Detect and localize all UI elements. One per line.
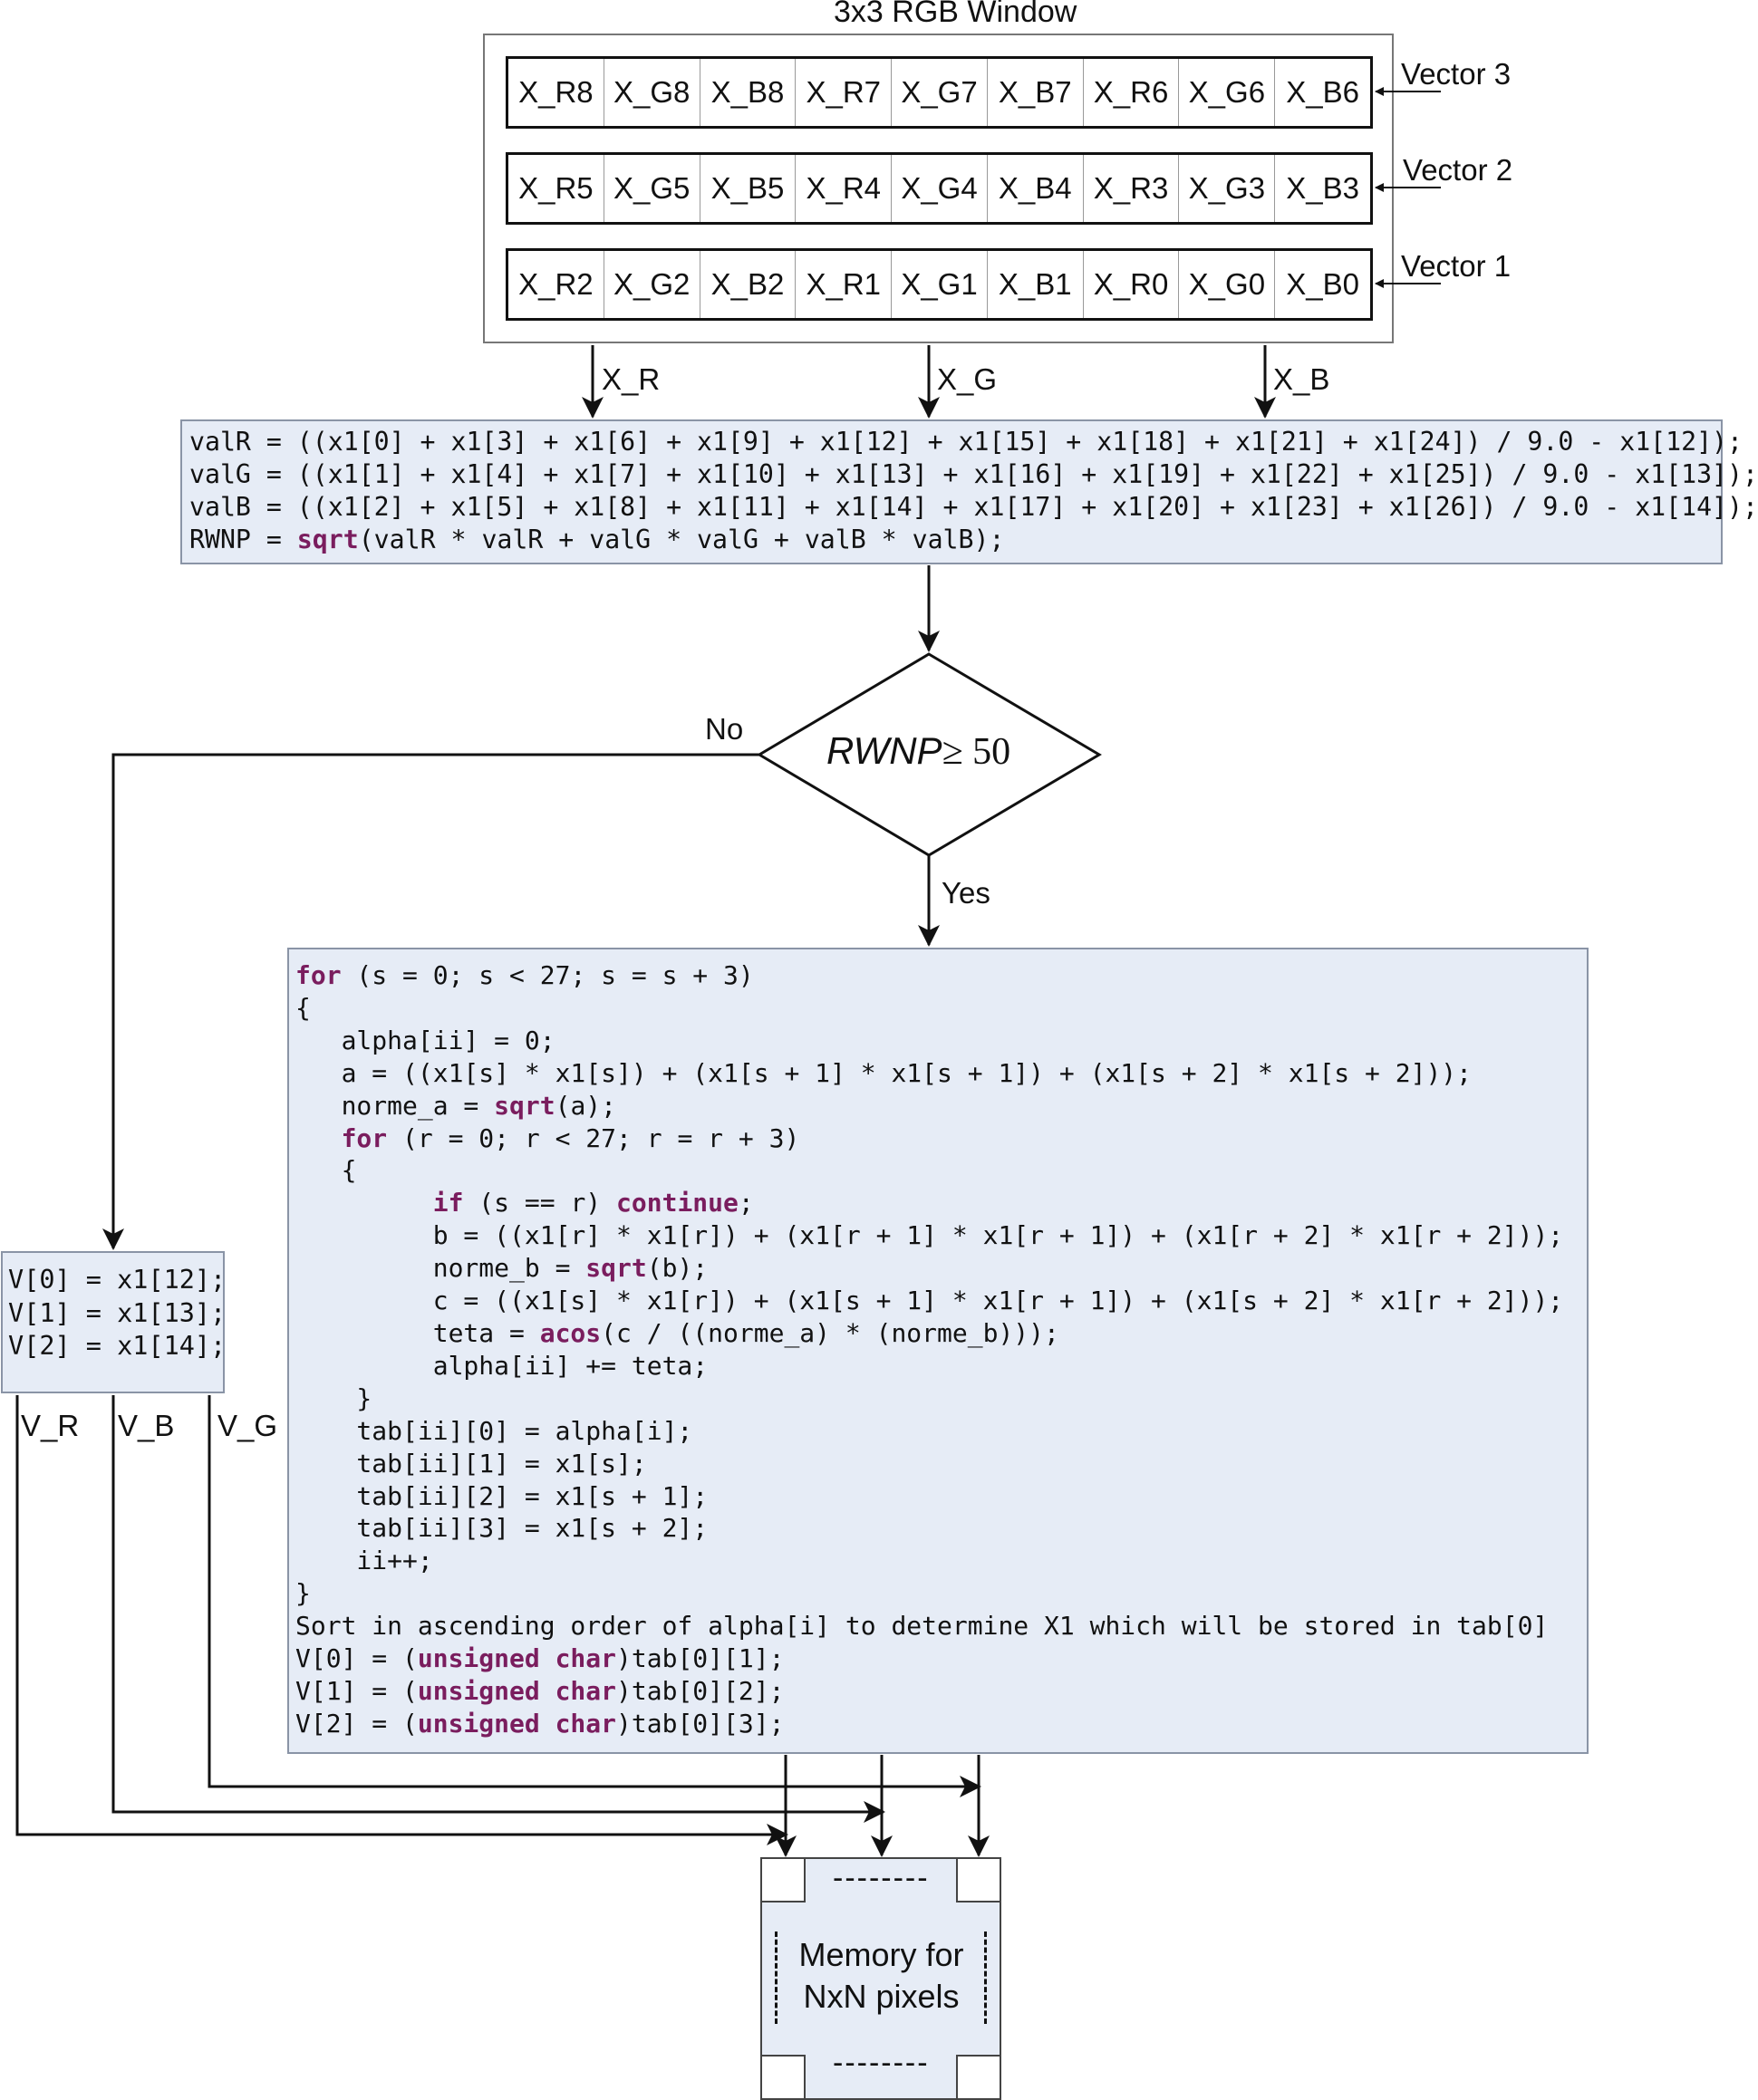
vector-cell: X_G2 bbox=[604, 251, 700, 318]
vector-cell: X_R7 bbox=[796, 59, 893, 126]
code-line: { bbox=[295, 992, 311, 1023]
vector-2-label: Vector 2 bbox=[1403, 153, 1513, 187]
vector-cell: X_G8 bbox=[604, 59, 700, 126]
v-g-label: V_G bbox=[217, 1409, 278, 1442]
decision-operator: ≥ 50 bbox=[942, 731, 1011, 773]
code-line: V[1] = (unsigned char)tab[0][2]; bbox=[295, 1675, 785, 1706]
angle-sort-code-block: for (s = 0; s < 27; s = s + 3){ alpha[ii… bbox=[287, 948, 1589, 1754]
v-b-line bbox=[111, 1395, 885, 1823]
code-line: valB = ((x1[2] + x1[5] + x1[8] + x1[11] … bbox=[189, 492, 1758, 522]
vector-cell: X_B8 bbox=[700, 59, 797, 126]
vector-cell: X_G3 bbox=[1179, 155, 1276, 222]
vector-3-label: Vector 3 bbox=[1401, 57, 1512, 91]
memory-dashes-bottom: -------- bbox=[833, 2046, 930, 2080]
vector-cell: X_R8 bbox=[508, 59, 604, 126]
code-line: tab[ii][2] = x1[s + 1]; bbox=[295, 1480, 709, 1511]
code-line: alpha[ii] = 0; bbox=[295, 1025, 555, 1055]
vector-cell: X_B6 bbox=[1286, 75, 1359, 109]
code-line: teta = acos(c / ((norme_a) * (norme_b)))… bbox=[295, 1317, 1059, 1348]
code-line: c = ((x1[s] * x1[r]) + (x1[s + 1] * x1[r… bbox=[295, 1286, 1564, 1316]
decision-variable: RWNP bbox=[826, 729, 942, 772]
memory-dashes-top: -------- bbox=[833, 1861, 930, 1895]
rwnp-code-block: valR = ((x1[0] + x1[3] + x1[6] + x1[9] +… bbox=[180, 419, 1758, 564]
yes-label: Yes bbox=[942, 876, 990, 910]
no-label: No bbox=[705, 712, 744, 746]
vector-cell: X_G1 bbox=[892, 251, 988, 318]
vector-cell: X_G0 bbox=[1179, 251, 1276, 318]
code-line: norme_b = sqrt(b); bbox=[295, 1253, 709, 1284]
center-pixel-code-block: V[0] = x1[12];V[1] = x1[13];V[2] = x1[14… bbox=[1, 1251, 227, 1393]
vector-cell: X_R2 bbox=[508, 251, 604, 318]
vector-cell: X_G5 bbox=[604, 155, 700, 222]
code-line: b = ((x1[r] * x1[r]) + (x1[r + 1] * x1[r… bbox=[295, 1220, 1564, 1251]
vector-cell: X_B4 bbox=[988, 155, 1084, 222]
code-line: for (s = 0; s < 27; s = s + 3) bbox=[295, 960, 754, 990]
vector-cell: X_B1 bbox=[988, 251, 1084, 318]
vector-cell: X_B3 bbox=[1286, 171, 1359, 205]
code-line: V[0] = (unsigned char)tab[0][1]; bbox=[295, 1643, 785, 1674]
memory-block: -------- -------- bbox=[760, 1857, 1001, 2100]
vector-cell: X_R3 bbox=[1084, 155, 1180, 222]
vector-cell: X_R1 bbox=[796, 251, 893, 318]
memory-dashes-left bbox=[775, 1931, 778, 2024]
code-line: V[0] = x1[12]; bbox=[8, 1265, 227, 1295]
memory-corner-tl bbox=[760, 1857, 806, 1903]
code-line: valR = ((x1[0] + x1[3] + x1[6] + x1[9] +… bbox=[189, 427, 1744, 457]
code-line: for (r = 0; r < 27; r = r + 3) bbox=[341, 1122, 800, 1153]
vector-cell: X_G6 bbox=[1179, 59, 1276, 126]
window-title: 3x3 RGB Window bbox=[834, 0, 1077, 29]
v-b-label: V_B bbox=[118, 1409, 175, 1442]
vector-cell: X_B0 bbox=[1286, 267, 1359, 301]
vector-cell: X_R5 bbox=[508, 155, 604, 222]
memory-label-line2: NxN pixels bbox=[803, 1978, 960, 2015]
x-g-label: X_G bbox=[937, 362, 998, 396]
vector-cell: X_G4 bbox=[892, 155, 988, 222]
v-r-label: V_R bbox=[21, 1409, 80, 1442]
code-line: V[2] = x1[14]; bbox=[8, 1331, 227, 1361]
code-line: } bbox=[295, 1382, 372, 1413]
code-line: } bbox=[295, 1578, 311, 1609]
v-g-line bbox=[208, 1395, 981, 1797]
code-line: valG = ((x1[1] + x1[4] + x1[7] + x1[10] … bbox=[189, 459, 1758, 489]
vector-cell: X_B2 bbox=[700, 251, 797, 318]
no-arrow bbox=[102, 753, 759, 1250]
code-line: alpha[ii] += teta; bbox=[295, 1350, 709, 1381]
memory-corner-tr bbox=[956, 1857, 1001, 1903]
code-line: if (s == r) continue; bbox=[432, 1188, 754, 1219]
vector-cell: X_B5 bbox=[700, 155, 797, 222]
vector-1-label: Vector 1 bbox=[1401, 249, 1512, 283]
vector-cell: X_G7 bbox=[892, 59, 988, 126]
code-line: Sort in ascending order of alpha[i] to d… bbox=[295, 1611, 1549, 1642]
v-r-line bbox=[15, 1395, 788, 1845]
code-line: a = ((x1[s] * x1[s]) + (x1[s + 1] * x1[s… bbox=[295, 1057, 1473, 1088]
x-r-label: X_R bbox=[602, 362, 661, 396]
memory-corner-br bbox=[956, 2055, 1001, 2100]
x-b-label: X_B bbox=[1273, 362, 1330, 396]
code-line: { bbox=[295, 1155, 357, 1186]
vector-cell: X_R4 bbox=[796, 155, 893, 222]
code-line: V[1] = x1[13]; bbox=[8, 1297, 227, 1328]
code-line: RWNP = sqrt(valR * valR + valG * valG + … bbox=[189, 525, 1005, 554]
memory-corner-bl bbox=[760, 2055, 806, 2100]
vector-cell: X_R0 bbox=[1084, 251, 1180, 318]
code-line: ii++; bbox=[295, 1546, 433, 1576]
code-line: tab[ii][1] = x1[s]; bbox=[295, 1448, 647, 1479]
decision-condition: RWNP≥ 50 bbox=[826, 729, 1010, 774]
code-line: norme_a = sqrt(a); bbox=[295, 1090, 617, 1121]
vector-cell: X_B7 bbox=[988, 59, 1084, 126]
code-line: tab[ii][0] = alpha[i]; bbox=[295, 1415, 693, 1446]
vector-cell: X_R6 bbox=[1084, 59, 1180, 126]
code-line: tab[ii][3] = x1[s + 2]; bbox=[295, 1513, 709, 1544]
memory-dashes-right bbox=[984, 1931, 987, 2024]
memory-label-line1: Memory for bbox=[798, 1936, 964, 1973]
memory-label: Memory for NxN pixels bbox=[788, 1934, 974, 2018]
code-line: V[2] = (unsigned char)tab[0][3]; bbox=[295, 1708, 785, 1739]
